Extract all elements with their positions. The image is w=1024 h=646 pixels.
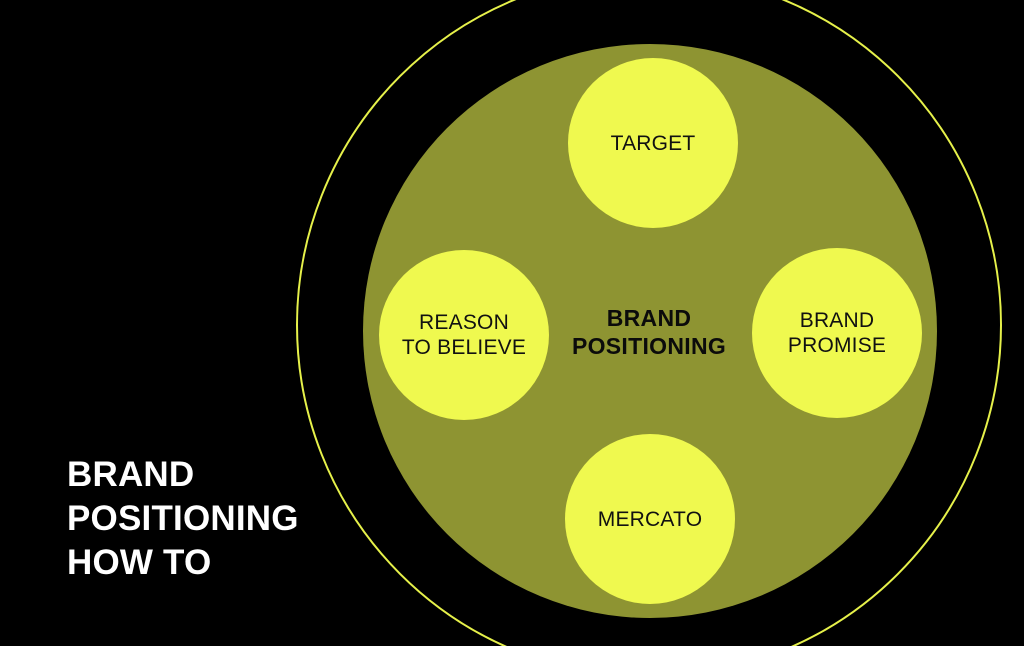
node-mercato-label: MERCATO [597,507,703,531]
node-mercato: MERCATO [565,434,735,604]
node-target: TARGET [568,58,738,228]
outer-ring [296,0,1002,646]
node-target-label: TARGET [610,131,696,155]
center-label: BRAND POSITIONING [571,305,727,359]
node-brand-promise-label: BRAND PROMISE [787,309,887,357]
node-brand-promise: BRAND PROMISE [752,248,922,418]
page-title: BRAND POSITIONING HOW TO [67,455,299,582]
node-reason-to-believe: REASON TO BELIEVE [379,250,549,420]
node-reason-to-believe-label: REASON TO BELIEVE [401,311,527,359]
